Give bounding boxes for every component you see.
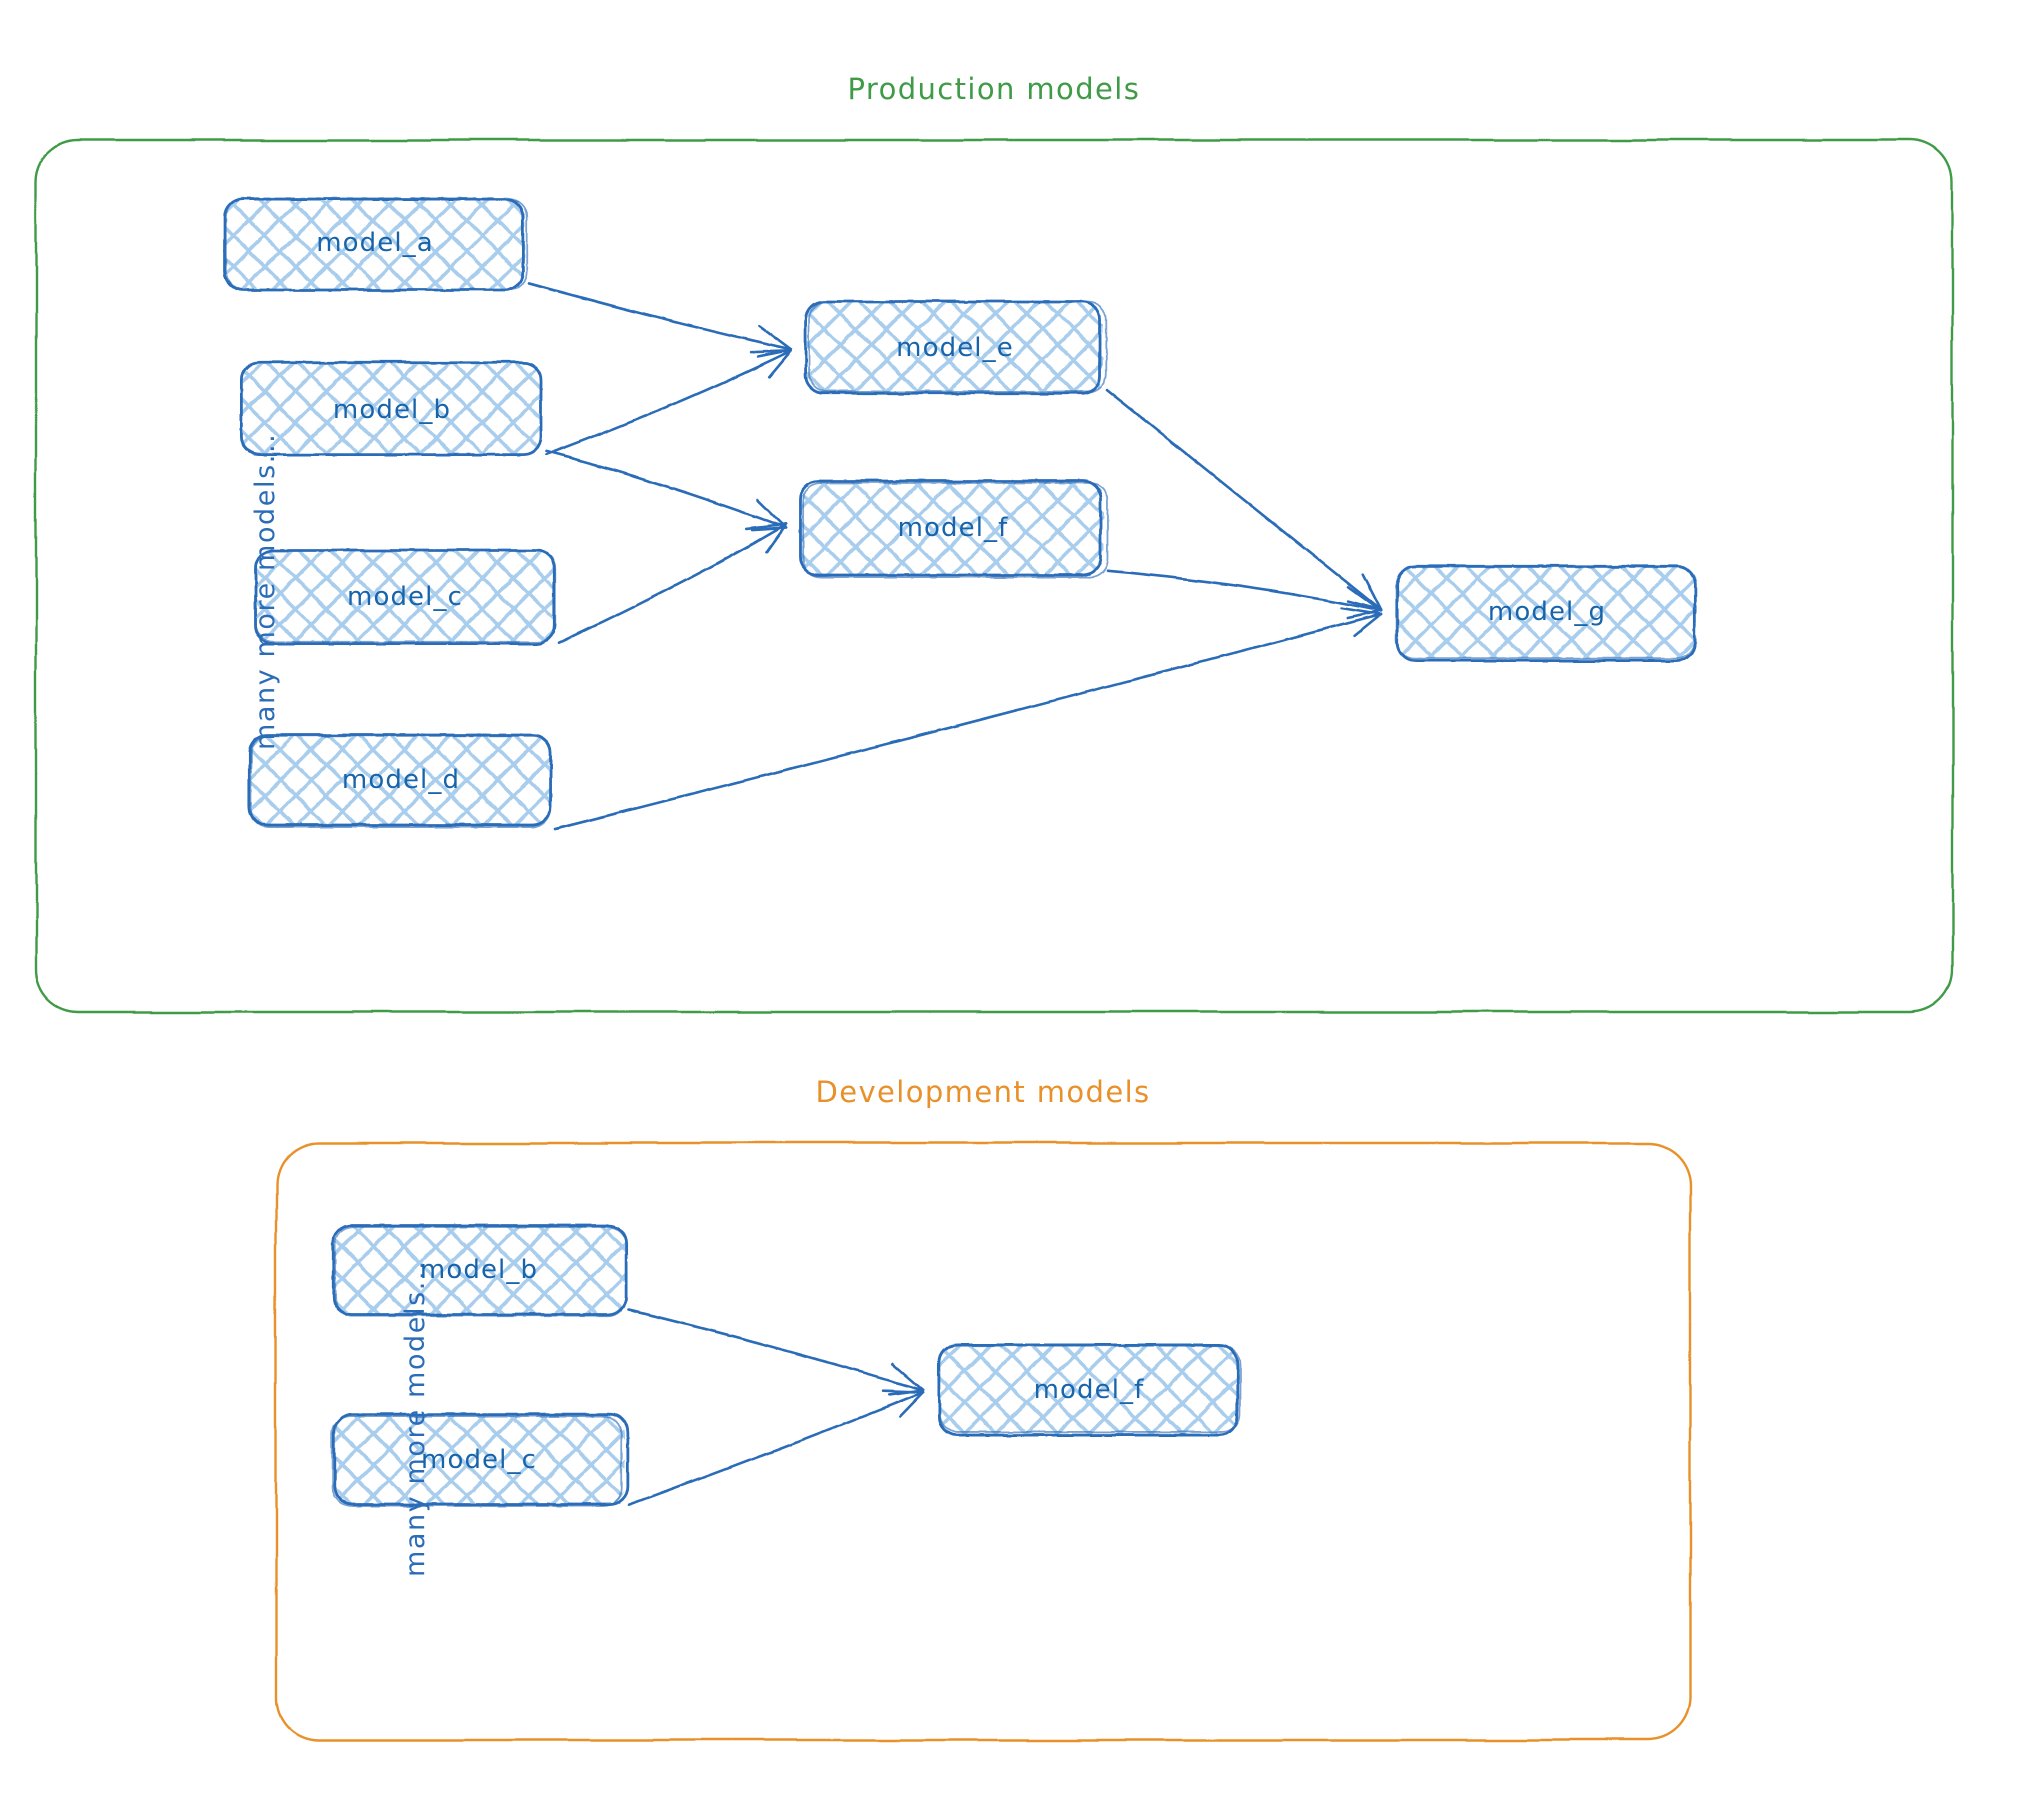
edge-model_d-to-model_g [553, 613, 1383, 831]
node-outline [334, 1226, 627, 1317]
node-outline [255, 549, 557, 643]
node-dev_model_f[interactable] [937, 1343, 1241, 1437]
side-note-production: many more models... [250, 432, 281, 750]
edge-model_f-to-model_g [1106, 569, 1383, 613]
node-fill [255, 551, 555, 643]
edge-model_a-to-model_e [527, 282, 793, 352]
arrowhead [767, 349, 793, 379]
node-dev_model_b[interactable] [331, 1224, 628, 1317]
arrowhead [891, 1362, 925, 1392]
panel-title-production: Production models [847, 72, 1141, 106]
edge-dev_model_b-to-dev_model_f [627, 1308, 925, 1392]
node-outline [331, 1415, 623, 1507]
node-dev_model_c[interactable] [331, 1412, 630, 1507]
arrowhead [749, 349, 793, 354]
arrowhead [881, 1389, 925, 1394]
node-fill [939, 1346, 1239, 1434]
node-outline [225, 198, 528, 291]
arrowhead [757, 324, 793, 352]
arrowhead [1347, 586, 1383, 613]
arrowhead [1353, 613, 1383, 638]
arrowhead [744, 523, 788, 531]
arrowhead [1340, 606, 1383, 616]
node-fill [251, 734, 551, 826]
panel-frames [34, 138, 1954, 1742]
edge-model_c-to-model_f [557, 523, 788, 644]
node-layer [223, 197, 1697, 1507]
node-fill [807, 302, 1103, 394]
edge-dev_model_c-to-dev_model_f [627, 1390, 925, 1506]
side-note-development: many more models... [400, 1259, 431, 1577]
node-model_d[interactable] [247, 733, 552, 829]
node-fill [802, 482, 1104, 574]
panel-frame-production [34, 138, 1954, 1014]
edge-model_e-to-model_g [1105, 388, 1383, 612]
node-fill [1397, 566, 1697, 658]
node-fill [242, 364, 542, 456]
arrowhead [1346, 609, 1383, 620]
node-model_a[interactable] [223, 197, 528, 292]
node-fill [333, 1226, 625, 1314]
arrowhead [898, 1390, 925, 1418]
panel-frame-development [274, 1141, 1692, 1742]
node-fill [225, 197, 525, 289]
node-model_c[interactable] [254, 549, 557, 645]
node-outline [808, 300, 1108, 393]
edge-model_b-to-model_e [544, 349, 793, 457]
node-outline [240, 361, 542, 456]
node-model_b[interactable] [239, 360, 543, 457]
node-outline [250, 734, 552, 829]
node-outline [938, 1344, 1241, 1433]
node-model_g[interactable] [1395, 564, 1697, 663]
node-outline [799, 479, 1102, 577]
node-fill [333, 1416, 625, 1504]
arrowhead [1361, 572, 1383, 612]
edge-layer [527, 282, 1383, 1506]
edge-model_b-to-model_f [544, 450, 788, 530]
node-model_f[interactable] [799, 479, 1109, 579]
arrowhead [765, 523, 788, 554]
node-outline [802, 482, 1109, 579]
node-model_e[interactable] [804, 300, 1108, 395]
node-outline [332, 1412, 630, 1506]
node-outline [1395, 566, 1696, 660]
panel-title-development: Development models [815, 1075, 1151, 1109]
arrowhead [756, 498, 788, 530]
